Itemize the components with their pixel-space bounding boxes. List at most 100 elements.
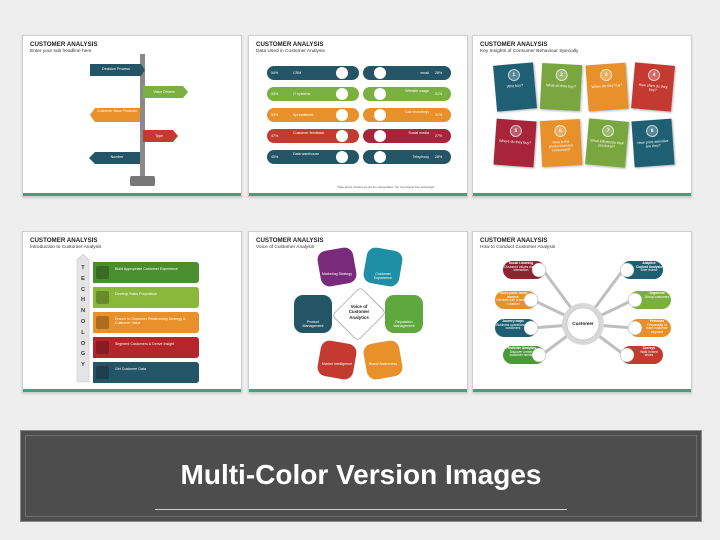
method-desc: Business operations for customers xyxy=(496,322,530,331)
slide-title: CUSTOMER ANALYSIS xyxy=(30,237,98,244)
method-title: Surveys xyxy=(642,346,656,350)
card-number: 5 xyxy=(509,124,523,138)
data-pct: 28% xyxy=(435,71,443,75)
slide-key-insights[interactable]: CUSTOMER ANALYSIS Key Insights of Consum… xyxy=(472,35,692,197)
data-pct: 31% xyxy=(435,113,443,117)
data-bars-graphic xyxy=(267,66,451,164)
technology-bar: Ensure to Customer Relationship Strategy… xyxy=(93,312,199,333)
data-label: Website usage xyxy=(405,89,429,93)
bar-text: Get Customer Data xyxy=(115,367,146,371)
technology-bar: Segment Customers & Derive Insight xyxy=(93,337,199,358)
footnote: *Note: Above numbers are just for repres… xyxy=(337,186,435,189)
technology-letter: Y xyxy=(81,362,85,369)
method-title: Predictive Analytics xyxy=(505,346,537,350)
slide-how-to-conduct[interactable]: CUSTOMER ANALYSIS How to Conduct Custome… xyxy=(472,231,692,393)
data-pct: 31% xyxy=(435,92,443,96)
bar-icon xyxy=(96,341,109,354)
data-label: email xyxy=(420,71,429,75)
petal-label: Reputation Management xyxy=(393,320,415,329)
data-pct: 47% xyxy=(271,134,279,138)
technology-bar: Get Customer Data xyxy=(93,362,199,383)
banner-title: Multi-Color Version Images xyxy=(180,459,542,490)
bar-text: Ensure to Customer Relationship Strategy… xyxy=(115,317,186,326)
method-desc: Group customers xyxy=(644,294,670,299)
slide-subtitle: How to Conduct Customer Analysis xyxy=(480,245,556,250)
technology-letter: G xyxy=(80,351,86,358)
technology-letter: N xyxy=(80,308,86,315)
method-title: Touch point: most bounce xyxy=(499,291,527,299)
technology-letter: L xyxy=(81,329,85,336)
data-label: IT systems xyxy=(293,92,311,96)
slide-voice-of-customer[interactable]: CUSTOMER ANALYSIS Voice of Customer Anal… xyxy=(248,231,468,393)
card-number: 7 xyxy=(601,124,615,138)
petal-label: Market Intelligence xyxy=(321,362,353,366)
sign-label: Customer Base Products xyxy=(97,109,137,113)
petal-label: Product Management xyxy=(302,320,324,329)
data-label: Call recordings xyxy=(405,110,429,114)
method-desc: Brief review xyxy=(640,268,658,273)
card-number: 3 xyxy=(599,68,613,82)
technology-letter: O xyxy=(80,318,86,325)
card-text: How often do they buy? xyxy=(638,82,668,93)
slide-subtitle: Introduction to Customer Analysis xyxy=(30,245,102,250)
card-number: 2 xyxy=(555,68,568,82)
technology-letter: E xyxy=(81,275,85,282)
method-desc: Walk in their shoes xyxy=(640,349,658,358)
bar-icon xyxy=(96,366,109,379)
method-title: Journey maps xyxy=(502,319,524,323)
bar-icon xyxy=(96,266,109,279)
slide-subtitle: Enter your sub headline here xyxy=(30,49,92,54)
data-label: CRM xyxy=(293,71,302,75)
card-text: When do they buy? xyxy=(591,82,623,90)
card-text: Where do they buy? xyxy=(498,138,532,146)
sign-label: Decision Process xyxy=(102,67,130,71)
technology-letter: C xyxy=(80,286,86,293)
slide-signpost[interactable]: CUSTOMER ANALYSIS Enter your sub headlin… xyxy=(22,35,242,197)
petal-graphic xyxy=(294,247,423,380)
data-pct: 28% xyxy=(435,155,443,159)
slide-title: CUSTOMER ANALYSIS xyxy=(256,237,324,244)
technology-bar: Build Appropriate Customer Experience xyxy=(93,262,199,283)
bar-text: Develop Sales Proposition xyxy=(115,292,158,296)
technology-letter: T xyxy=(81,265,85,271)
petal-label: Customer Experience xyxy=(374,272,392,281)
data-label: Telephony xyxy=(412,155,429,159)
petal-label: Brand Awareness xyxy=(368,362,398,366)
slide-data-used[interactable]: CUSTOMER ANALYSIS Data Used in Customer … xyxy=(248,35,468,197)
sign-label: Number xyxy=(110,155,124,159)
bar-text: Segment Customers & Derive Insight xyxy=(115,342,175,346)
card-text: Who buy? xyxy=(506,83,524,89)
method-desc: Interacts with a website / channel xyxy=(496,298,530,307)
method-title: Segments xyxy=(649,291,665,295)
slide-title: CUSTOMER ANALYSIS xyxy=(480,41,548,48)
method-desc: Personality of each customer segment xyxy=(646,322,668,335)
card-text: How price sensitive are they? xyxy=(637,138,669,149)
method-title: Social Listening xyxy=(508,261,534,265)
banner-frame xyxy=(25,435,697,517)
bar-text: Build Appropriate Customer Experience xyxy=(115,267,178,271)
slide-title: CUSTOMER ANALYSIS xyxy=(30,41,98,48)
technology-letter: O xyxy=(80,340,86,347)
petal-label: Marketing Strategy xyxy=(321,272,353,276)
slide-title: CUSTOMER ANALYSIS xyxy=(256,41,324,48)
bar-icon xyxy=(96,291,109,304)
slide-title: CUSTOMER ANALYSIS xyxy=(480,237,548,244)
slide-introduction[interactable]: CUSTOMER ANALYSIS Introduction to Custom… xyxy=(22,231,242,393)
method-desc: Discover unmet customer needs xyxy=(509,349,533,358)
card-text: What do they buy? xyxy=(545,83,577,89)
data-pct: 27% xyxy=(435,134,443,138)
banner-divider xyxy=(155,509,567,510)
sign-label: Type xyxy=(155,134,163,138)
center-label: Voice of Customer Analytics xyxy=(348,304,370,320)
